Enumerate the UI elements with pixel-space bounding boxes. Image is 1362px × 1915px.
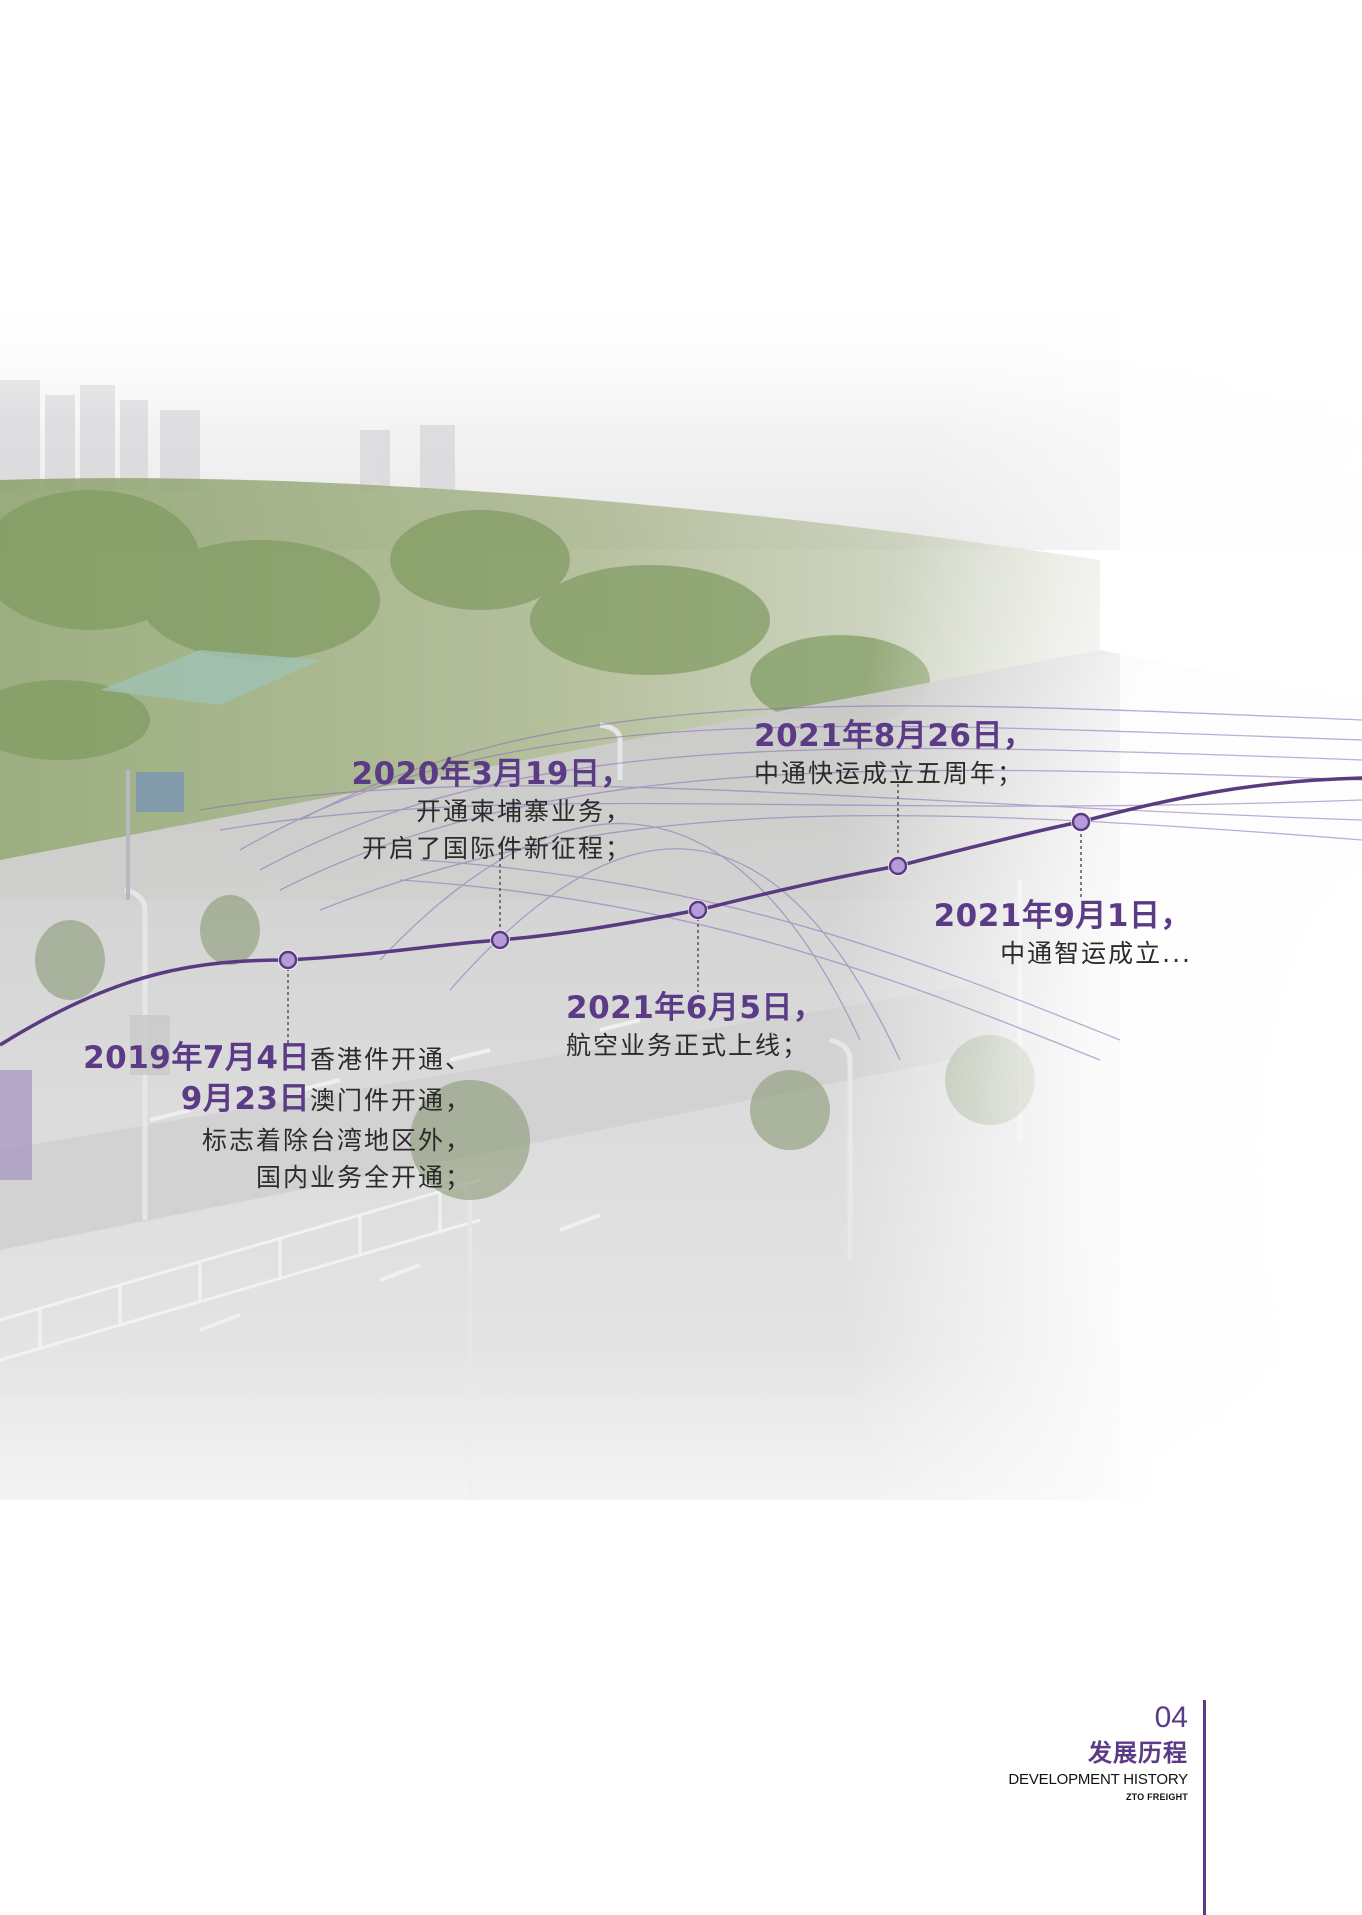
milestone-2021-sep-line2: 中通智运成立...	[1000, 939, 1192, 968]
milestone-2019-date-a: 2019年7月4日	[83, 1040, 310, 1076]
milestone-2020: 2020年3月19日， 开通柬埔寨业务， 开启了国际件新征程；	[352, 756, 633, 867]
milestone-2020-date: 2020年3月19日，	[351, 756, 632, 792]
page-number: 04	[1154, 1701, 1188, 1734]
milestone-2020-line2: 开通柬埔寨业务，	[415, 797, 632, 826]
milestone-2019: 2019年7月4日香港件开通、 9月23日澳门件开通， 标志着除台湾地区外， 国…	[83, 1040, 472, 1196]
brand-name: ZTO FREIGHT	[1125, 1792, 1188, 1802]
milestone-2021-aug: 2021年8月26日， 中通快运成立五周年；	[754, 718, 1035, 792]
milestone-2021-sep-date: 2021年9月1日，	[933, 898, 1192, 934]
milestone-2021-aug-date: 2021年8月26日，	[754, 718, 1035, 754]
milestone-2019-text-b: 澳门件开通，	[309, 1086, 472, 1115]
milestone-2021-jun-line2: 航空业务正式上线；	[566, 1031, 810, 1060]
milestone-2021-sep: 2021年9月1日， 中通智运成立...	[934, 898, 1192, 972]
section-title-cn: 发展历程	[1088, 1739, 1188, 1767]
milestone-2019-date-b: 9月23日	[180, 1081, 310, 1117]
milestone-2020-line3: 开启了国际件新征程；	[361, 834, 632, 863]
milestone-2019-line4: 国内业务全开通；	[255, 1163, 472, 1192]
milestone-2019-line3: 标志着除台湾地区外，	[201, 1126, 472, 1155]
section-title-en: DEVELOPMENT HISTORY	[1008, 1771, 1188, 1788]
milestone-2019-text-a: 香港件开通、	[309, 1045, 472, 1074]
milestone-2021-aug-line2: 中通快运成立五周年；	[754, 759, 1025, 788]
footer-divider	[1203, 1700, 1206, 1915]
milestone-2021-jun: 2021年6月5日， 航空业务正式上线；	[566, 990, 824, 1064]
milestone-2021-jun-date: 2021年6月5日，	[566, 990, 825, 1026]
page-footer: 04 发展历程 DEVELOPMENT HISTORY ZTO FREIGHT	[1008, 1700, 1188, 1804]
